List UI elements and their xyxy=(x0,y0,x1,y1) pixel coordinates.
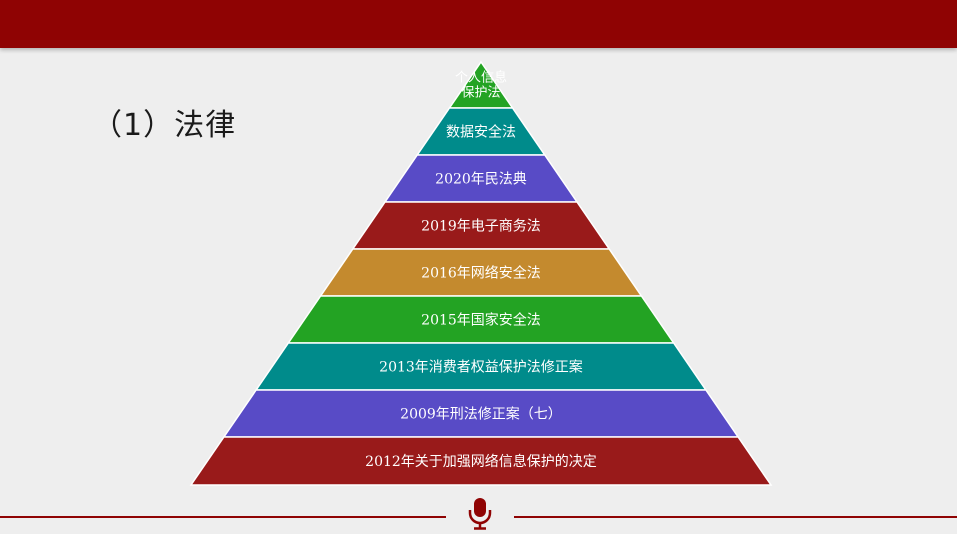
footer-divider-right xyxy=(514,516,957,518)
pyramid-tier xyxy=(189,436,773,486)
microphone-icon xyxy=(468,498,492,530)
pyramid-tier-label: 2009年刑法修正案（七） xyxy=(400,406,562,423)
pyramid-tier-label: 2020年民法典 xyxy=(435,172,527,188)
pyramid-tier-label: 2016年网络安全法 xyxy=(421,265,541,282)
pyramid-tier-label: 个人信息 xyxy=(455,70,507,86)
footer-divider-left xyxy=(0,516,446,518)
pyramid-tier-label: 数据安全法 xyxy=(446,124,516,141)
pyramid-tier-label: 2015年国家安全法 xyxy=(421,312,541,329)
pyramid-tier-label: 2019年电子商务法 xyxy=(421,219,541,235)
slide-heading: （1）法律 xyxy=(92,108,237,143)
pyramid-tier-label: 保护法 xyxy=(461,86,500,101)
pyramid-tier-label: 2012年关于加强网络信息保护的决定 xyxy=(365,453,597,470)
pyramid-tier-label: 2013年消费者权益保护法修正案 xyxy=(379,359,583,376)
header-bar xyxy=(0,0,957,48)
